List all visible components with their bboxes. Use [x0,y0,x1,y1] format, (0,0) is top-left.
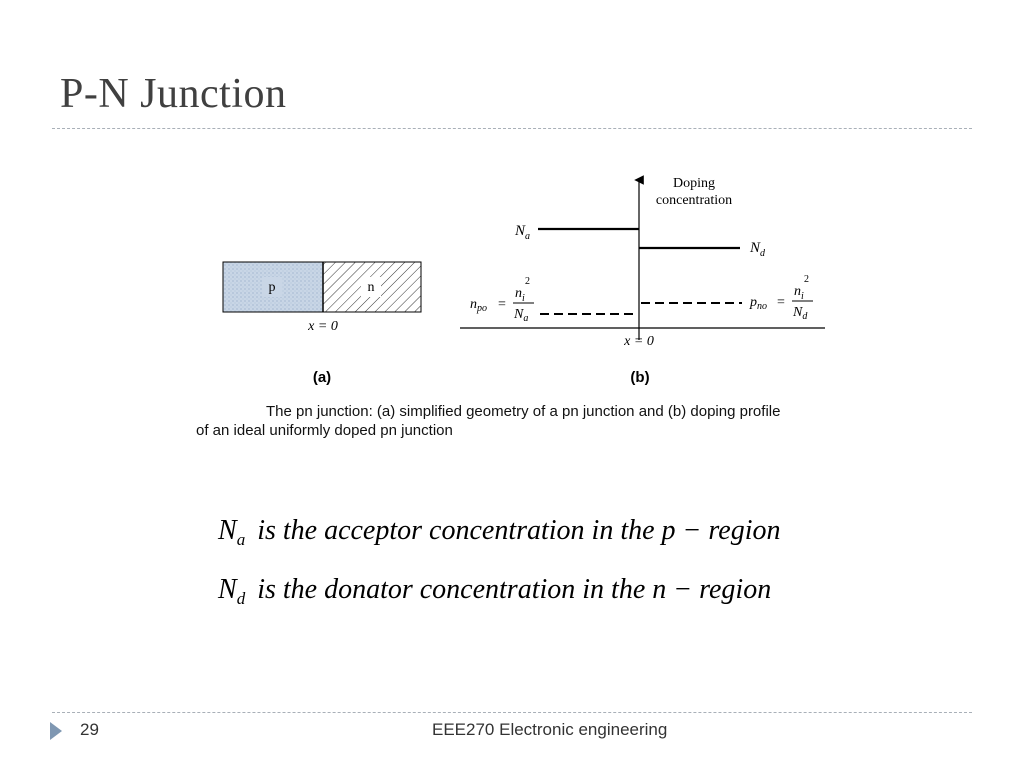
y-axis-label-1: Doping [673,176,715,191]
page-number: 29 [80,720,99,739]
x0-label-a: x = 0 [307,319,338,334]
na-sub: a [525,231,530,242]
footer-course: EEE270 Electronic engineering [432,720,668,739]
svg-text:Na: Na [513,307,528,324]
svg-text:ni: ni [515,286,525,304]
svg-text:Nd: Nd [749,240,766,259]
footer-divider [52,712,972,713]
page-title: P-N Junction [60,71,287,117]
svg-text:=: = [498,297,506,312]
panel-b-label: (b) [630,369,649,386]
svg-text:2: 2 [525,276,530,287]
svg-text:=: = [777,295,785,310]
svg-text:Na: Na [514,223,530,242]
triangle-right-icon [50,722,62,740]
pno-equation: pno = ni 2 Nd [749,274,813,322]
title-divider [52,128,972,129]
nd-symbol: N [749,240,761,256]
caption-line-1: The pn junction: (a) simplified geometry… [266,403,781,420]
npo-equation: npo = ni 2 Na [470,276,534,324]
panel-a-label: (a) [313,369,331,386]
x0-label-b: x = 0 [623,334,654,349]
p-label: p [269,280,276,295]
svg-text:pno: pno [749,295,767,312]
pn-junction-svg: p n x = 0 (a) Doping concentration Na Nd… [222,175,825,386]
n-label: n [368,280,375,295]
y-axis-label-2: concentration [656,193,732,208]
figure-caption: The pn junction: (a) simplified geometry… [196,402,886,440]
nd-sub: d [760,248,766,259]
svg-text:2: 2 [804,274,809,285]
svg-text:npo: npo [470,297,487,314]
svg-text:ni: ni [794,284,804,302]
pn-junction-figure: p n x = 0 (a) Doping concentration Na Nd… [180,160,880,460]
na-symbol: N [514,223,526,239]
svg-text:Nd: Nd [792,305,808,322]
caption-line-2: of an ideal uniformly doped pn junction [196,422,453,439]
